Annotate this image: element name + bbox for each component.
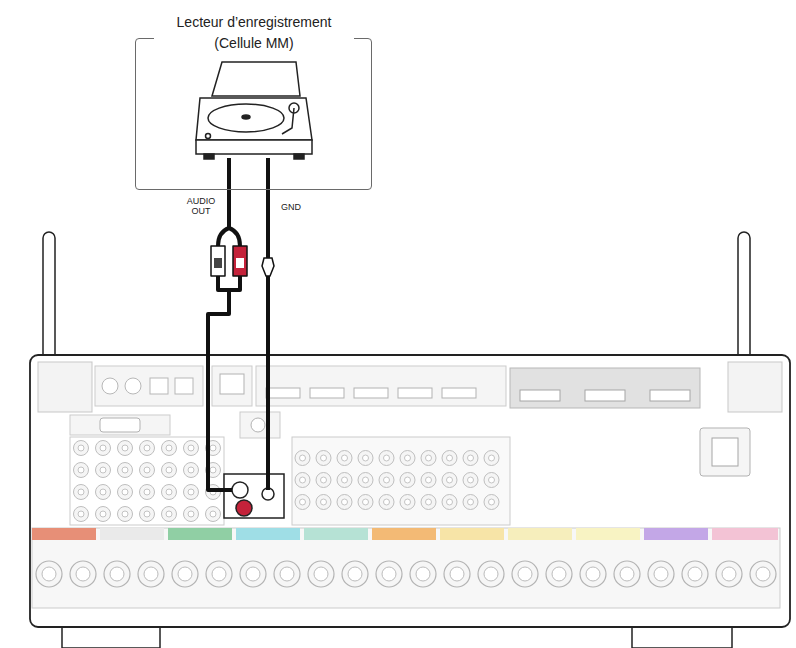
hdmi-port (442, 388, 476, 398)
speaker-header (576, 528, 640, 540)
network-block (212, 366, 252, 406)
rca-plug-red (233, 246, 247, 276)
connector (150, 378, 168, 394)
cable-split (218, 158, 240, 246)
plug-mark (214, 258, 222, 268)
speaker-header (644, 528, 708, 540)
speaker-header (304, 528, 368, 540)
hdmi-port (585, 390, 625, 401)
spindle (242, 115, 250, 119)
hdmi-port (398, 388, 432, 398)
antenna-rod (43, 232, 55, 362)
speaker-header (168, 528, 232, 540)
power-inlet (700, 428, 750, 476)
ground-wire (262, 158, 274, 490)
speaker-header (508, 528, 572, 540)
preout-block (292, 437, 510, 525)
platter (208, 104, 284, 132)
receiver-body (30, 355, 790, 648)
signal-label: GND (276, 202, 306, 212)
gnd-cable (266, 158, 270, 258)
speaker-header (100, 528, 164, 540)
signal-label: AUDIO OUT (180, 196, 222, 216)
turntable-foot (294, 154, 304, 159)
antenna-base (38, 362, 92, 412)
cable-run (208, 276, 240, 490)
hdmi-out-block (510, 368, 700, 408)
phono-jack-right (236, 500, 252, 516)
tuner-block (95, 366, 203, 406)
tonearm (282, 108, 294, 134)
rca-plug-white (211, 246, 225, 276)
phono-panel (224, 474, 284, 518)
gnd-cable (266, 276, 270, 490)
hdmi-port (650, 390, 690, 401)
remote-block (240, 412, 280, 438)
connector (102, 378, 118, 394)
plinth-front (196, 140, 312, 154)
preout-jacks (292, 447, 502, 513)
phono-input (224, 474, 284, 518)
rs232-block (70, 415, 170, 435)
analog-inputs (70, 437, 224, 525)
turntable (196, 62, 312, 159)
speaker-header (236, 528, 300, 540)
antenna (43, 232, 750, 362)
serial-port (100, 418, 140, 432)
turntable-foot (204, 154, 214, 159)
antenna-base (728, 362, 782, 412)
speaker-header (372, 528, 436, 540)
control-knob (206, 134, 211, 139)
ethernet-port (220, 374, 244, 394)
antenna-rod (738, 232, 750, 362)
speaker-block (32, 528, 780, 608)
hdmi-port (520, 390, 560, 401)
plinth-top (196, 98, 312, 140)
spade-lug (262, 258, 274, 276)
speaker-header (712, 528, 778, 540)
connector (125, 378, 141, 394)
audio-cable (208, 158, 247, 490)
dust-cover (212, 62, 300, 96)
inlet-socket (712, 438, 738, 466)
hdmi-port (354, 388, 388, 398)
device-box: Lecteur d’enregistrement (Cellule MM) (135, 38, 372, 190)
hdmi-port (310, 388, 344, 398)
receiver-chassis (30, 355, 790, 627)
speaker-header (32, 528, 96, 540)
connector (251, 418, 265, 432)
rear-panel (32, 362, 782, 608)
binding-posts (32, 552, 780, 602)
speaker-header (440, 528, 504, 540)
hdmi-in-block (256, 366, 506, 406)
phono-jack-left (232, 482, 248, 498)
device-heading: Lecteur d’enregistrement (Cellule MM) (154, 12, 354, 54)
connector (175, 378, 193, 394)
hdmi-port (266, 388, 300, 398)
plug-mark (236, 258, 244, 268)
